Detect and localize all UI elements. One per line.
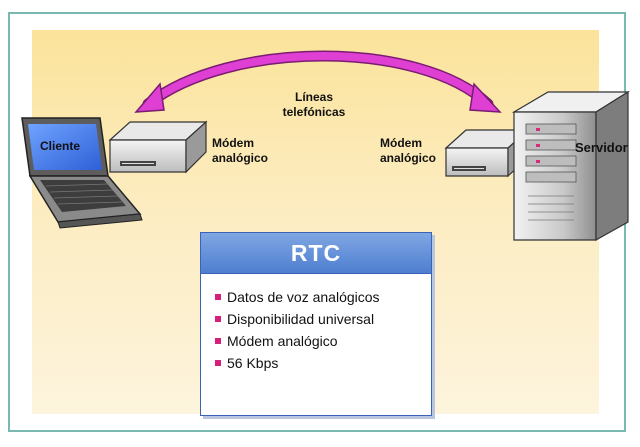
phone-line-arrow <box>134 50 502 113</box>
left-modem-icon <box>108 120 208 174</box>
list-item: Datos de voz analógicos <box>215 286 431 308</box>
list-item-text: Datos de voz analógicos <box>227 289 380 305</box>
server-tower-icon <box>511 90 631 242</box>
laptop-icon <box>21 117 143 229</box>
rtc-header: RTC <box>201 233 431 274</box>
list-item: Módem analógico <box>215 330 431 352</box>
list-item-text: 56 Kbps <box>227 355 279 371</box>
list-item: 56 Kbps <box>215 352 431 374</box>
client-label: Cliente <box>40 139 81 153</box>
list-item-text: Módem analógico <box>227 333 338 349</box>
bullet-icon <box>215 294 221 300</box>
server-label: Servidor <box>575 140 628 155</box>
list-item: Disponibilidad universal <box>215 308 431 330</box>
bullet-icon <box>215 360 221 366</box>
right-modem-label: Módem analógico <box>380 136 437 165</box>
rtc-feature-list: Datos de voz analógicos Disponibilidad u… <box>201 274 431 374</box>
list-item-text: Disponibilidad universal <box>227 311 375 327</box>
rtc-title: RTC <box>290 239 342 266</box>
rtc-info-box: RTC Datos de voz analógicos Disponibilid… <box>200 232 432 416</box>
phone-lines-label: Líneas telefónicas <box>282 90 346 119</box>
left-modem-label: Módem analógico <box>212 136 269 165</box>
bullet-icon <box>215 338 221 344</box>
bullet-icon <box>215 316 221 322</box>
